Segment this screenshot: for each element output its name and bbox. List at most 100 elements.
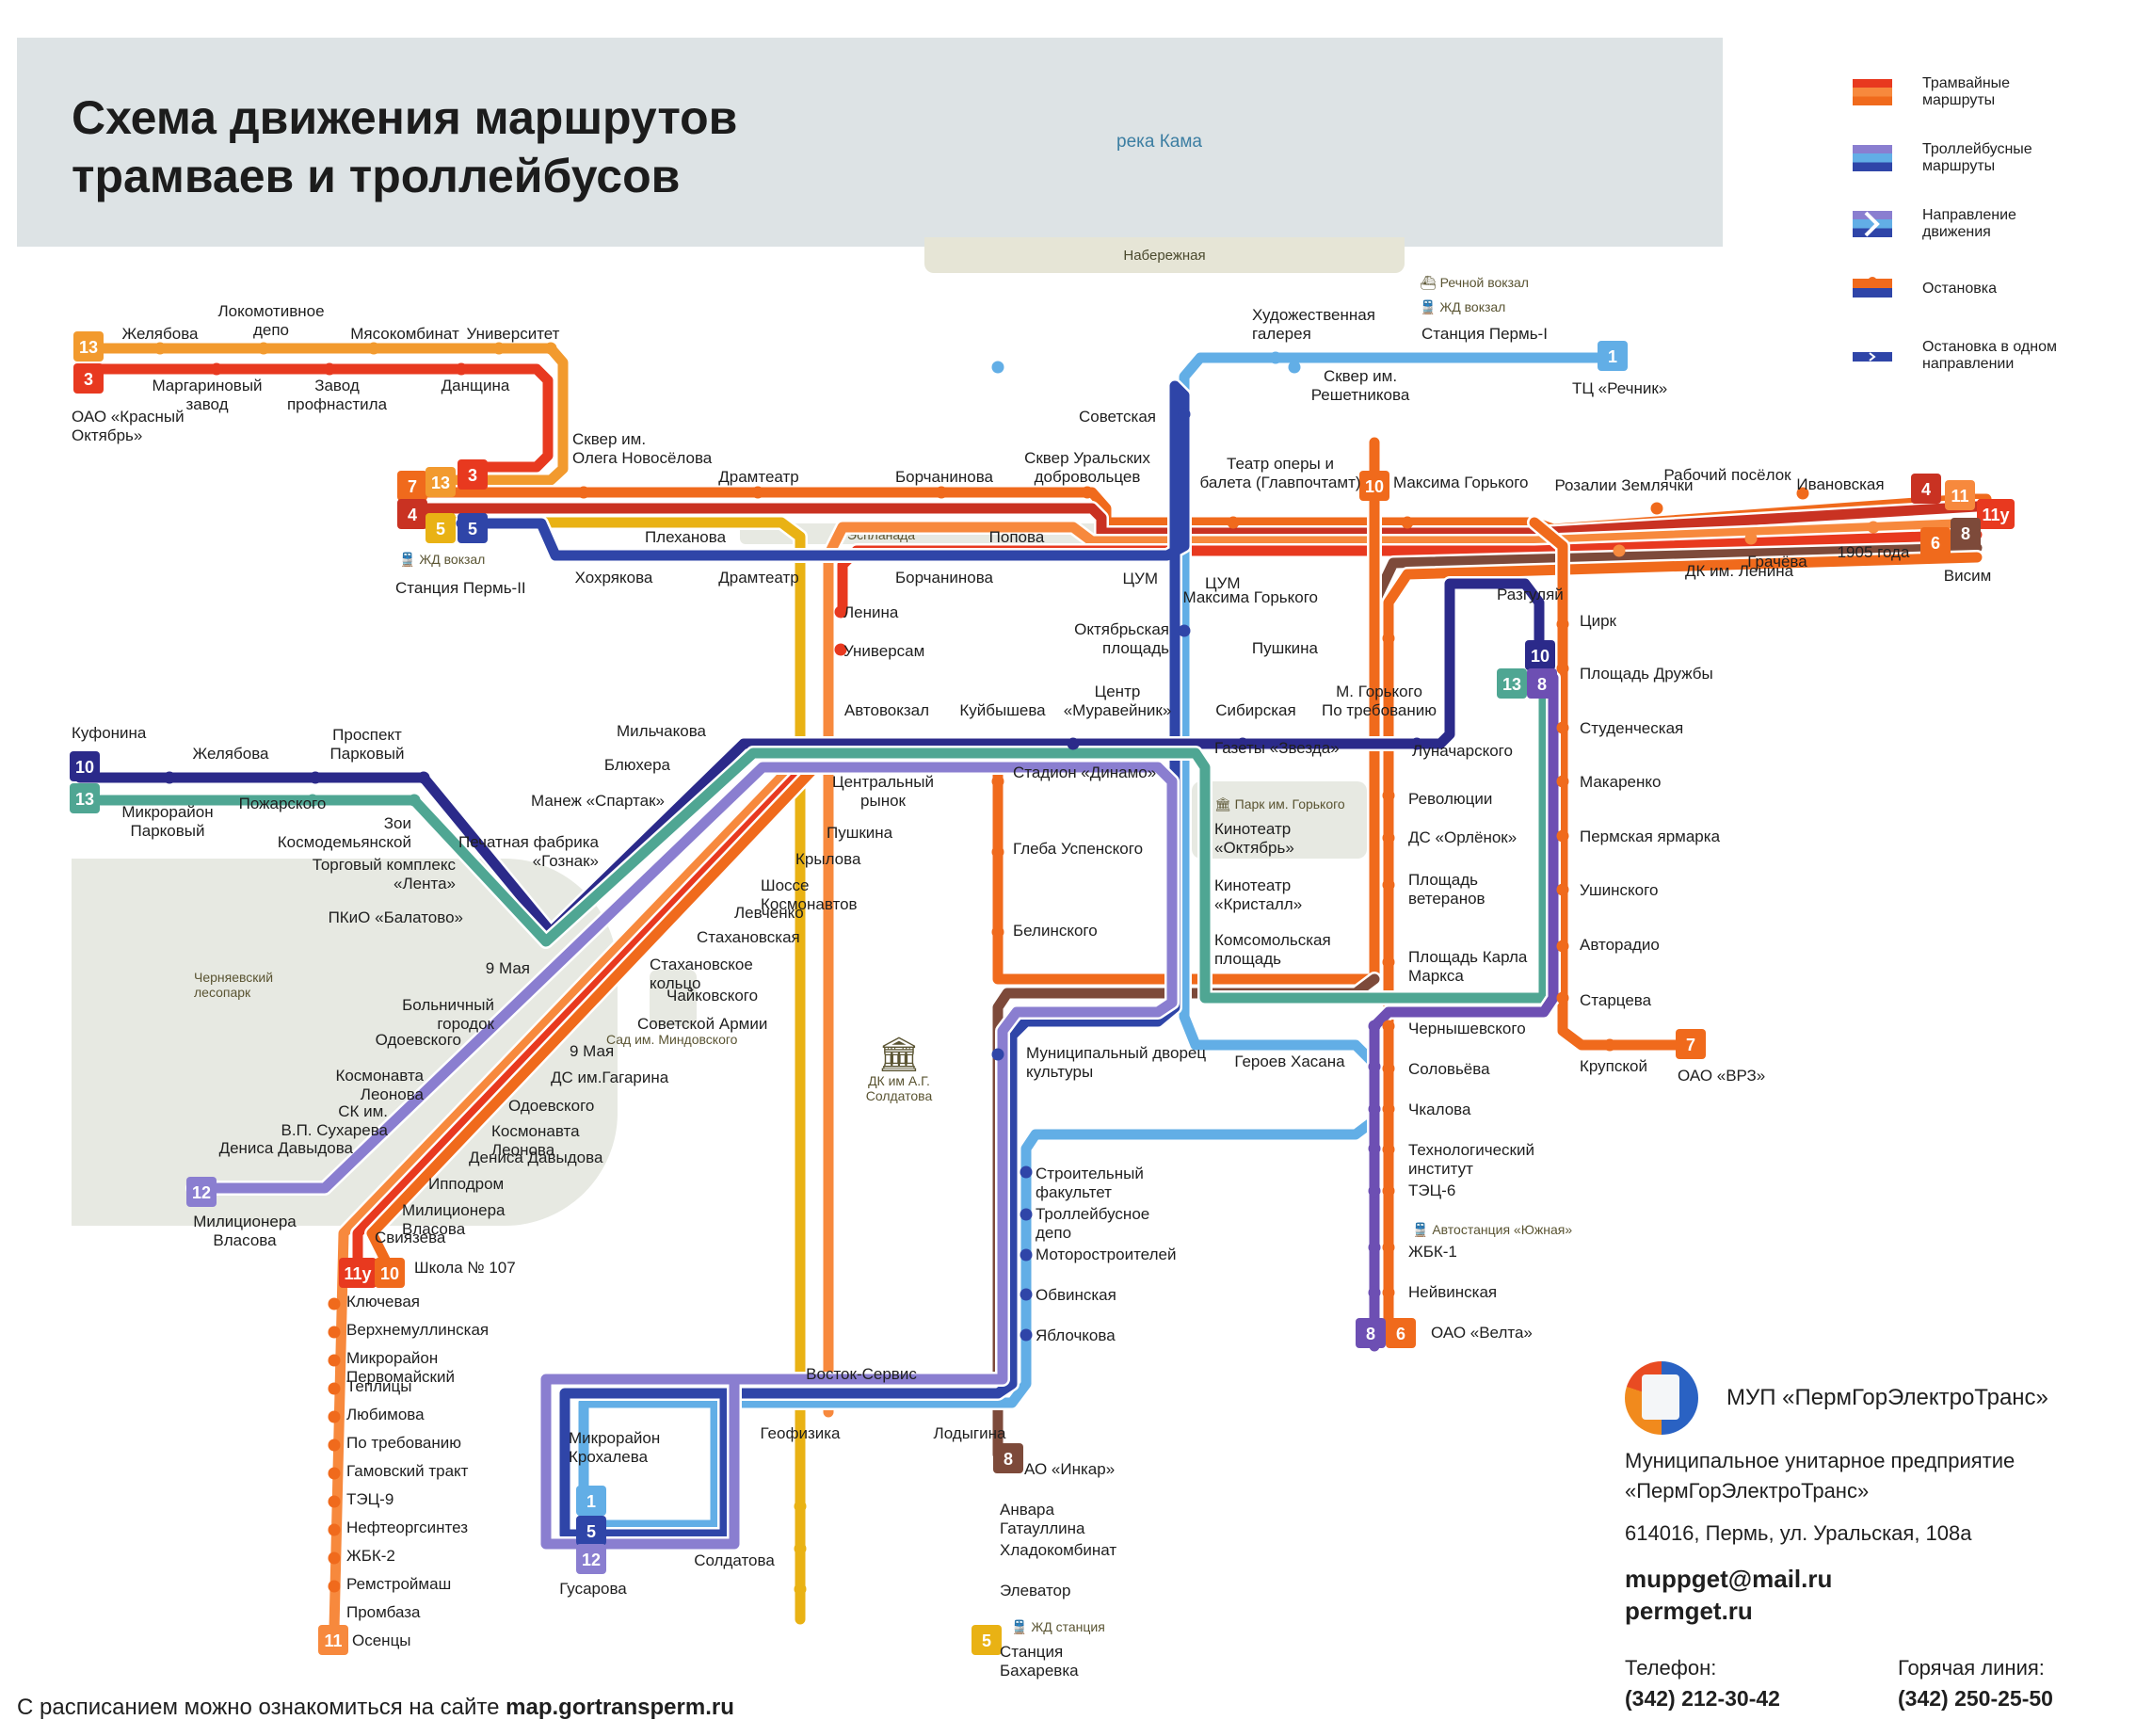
station-label: Дениса Давыдова [469,1149,603,1166]
trolleybus-10-line [74,578,1545,938]
poi-label: Парк им. Горького [1234,796,1345,812]
station-label: Гусарова [559,1580,627,1598]
route-terminal-badge [375,1258,405,1288]
route-terminal-badge [339,1258,377,1288]
station-label: Школа № 107 [414,1259,516,1277]
route-terminal-badge [426,513,456,543]
phone-number[interactable]: (342) 212-30-42 [1625,1686,1780,1711]
route-lines [72,341,1994,1636]
route-number: 10 [1365,477,1384,496]
route-terminal-badge [397,499,427,529]
stop-marker [328,1382,341,1395]
trolleybus-13-line [74,682,1550,1004]
stop-marker [309,771,322,784]
station-label: Ипподром [428,1175,504,1193]
train-icon: 🚆 [1420,299,1437,314]
stop-marker [577,486,590,499]
route-terminal-badge [73,331,104,362]
route-terminal-badge [1945,480,1975,510]
station-label: ЖБК-1 [1408,1243,1457,1261]
station-label: Макаренко [1580,773,1661,791]
stop-marker [1382,632,1395,645]
station-label: Желябова [122,325,200,343]
station-label: Максима Горького [1183,588,1319,606]
org-full-name: Муниципальное унитарное предприятие «Пер… [1625,1446,2133,1506]
route-terminal-badge [1951,518,1981,548]
tram-lines-icon [1853,79,1892,105]
route-number: 13 [1502,675,1521,694]
station-label: ОАО «Велта» [1431,1324,1533,1342]
station-label: Луначарского [1412,742,1513,760]
stop-marker [210,362,223,376]
route-number: 5 [468,520,477,538]
title-line-1: Схема движения маршрутов [72,91,738,144]
route-number: 11у [344,1264,371,1283]
route-number: 1 [586,1492,596,1511]
station-label: Плеханова [645,528,727,546]
route-number: 3 [468,466,477,485]
mindovsky-garden-area [650,970,697,1026]
station-label: Разгуляй [1497,586,1564,603]
legend-item-tram: Трамвайные маршруты [1853,75,2144,141]
route-number: 10 [1531,647,1550,666]
poi-rail-station-bakharevka: 🚆 ЖД станция [1011,1619,1105,1635]
station-label: Левченко [734,904,804,922]
station-label: Мясокомбинат [350,325,459,343]
stop-marker [1020,1288,1033,1301]
station-label: Универсам [843,642,924,660]
org-email-link[interactable]: muppget@mail.ru [1625,1565,1833,1593]
route-terminal-badge [397,471,427,501]
permgortrans-logo [1625,1361,1698,1435]
route-number: 6 [1931,534,1940,553]
station-label: Цирк [1580,612,1617,630]
station-label: Автовокзал [844,701,929,719]
station-label: Чкалова [1408,1101,1471,1118]
stop-marker [408,794,421,807]
stop-marker [1410,737,1423,750]
route-terminal-badge [1359,471,1389,501]
route-number: 1 [1608,347,1617,366]
stop-marker [1382,1286,1395,1299]
poi-gorky-park: 🏛 Парк им. Горького [1214,796,1345,812]
station-label: Восток-Сервис [806,1365,917,1383]
stop-marker [1867,521,1880,534]
org-address: 614016, Пермь, ул. Уральская, 108а [1625,1521,1972,1545]
kama-river-area [17,38,1723,247]
route-number: 6 [1396,1325,1405,1343]
stop-marker [1081,486,1094,499]
hotline-number[interactable]: (342) 250-25-50 [1898,1686,2053,1711]
org-website-link[interactable]: permget.ru [1625,1597,1753,1625]
phone-block: Телефон: (342) 212-30-42 [1625,1653,1898,1714]
stop-marker [1382,1184,1395,1198]
stop-marker [1368,1102,1381,1116]
stop-marker [1178,408,1191,421]
poi-chernyaevsky-forest: Черняевский лесопарк [194,970,274,1000]
poi-label: ЖД станция [1031,1619,1105,1634]
station-label: Белинского [1013,922,1098,940]
stop-marker [834,605,847,619]
stop-marker [1382,878,1395,892]
station-label: ЖБК-2 [346,1547,395,1565]
stop-marker [328,1551,341,1565]
route-number: 11 [324,1632,342,1650]
stop-marker [1020,1208,1033,1221]
stop-marker [1368,1060,1381,1073]
station-label: Кинотеатр«Октябрь» [1214,820,1294,857]
route-terminal-badge [1527,668,1557,699]
trolleybus-lines-icon [1853,145,1892,171]
stop-marker [1556,883,1569,896]
stop-marker [1382,1143,1395,1156]
route-terminal-badge [458,459,488,490]
poi-mindovsky-garden: Сад им. Миндовского [606,1032,738,1047]
schedule-site-link[interactable]: map.gortransperm.ru [506,1695,734,1720]
station-label: Чернышевского [1408,1020,1526,1037]
station-label: Гамовский тракт [346,1462,469,1480]
poi-rail-station-perm2: 🚆 ЖД вокзал [399,552,485,568]
stop-marker [1368,1142,1381,1155]
station-label: Сквер им.Олега Новосёлова [572,430,713,467]
route-number: 13 [79,338,98,357]
station-label: 9 Мая [486,959,530,977]
